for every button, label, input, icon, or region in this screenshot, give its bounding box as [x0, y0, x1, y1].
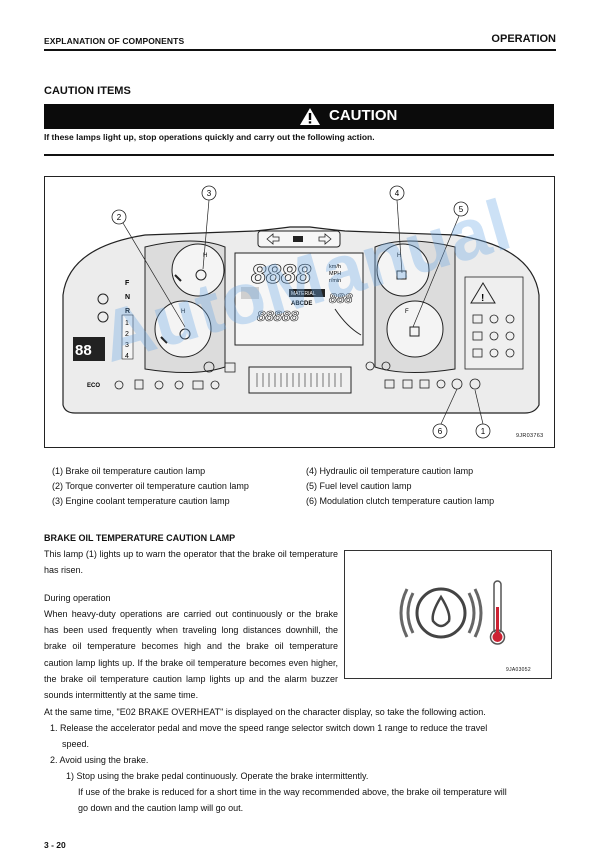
step-1-cont: speed. [62, 739, 90, 749]
step-2a: 1) Stop using the brake pedal continuous… [66, 771, 369, 781]
legend-item-6: (6) Modulation clutch temperature cautio… [306, 496, 495, 506]
gear-2: 2 [125, 331, 129, 338]
e02-paragraph: At the same time, "E02 BRAKE OVERHEAT" i… [44, 707, 486, 717]
brake-oil-temperature-icon [399, 580, 506, 645]
gear-f: F [125, 280, 130, 287]
gear-4: 4 [125, 353, 129, 360]
subsection-title: BRAKE OIL TEMPERATURE CAUTION LAMP [44, 533, 236, 543]
running-header-left: EXPLANATION OF COMPONENTS [44, 36, 185, 46]
speed-digits: 8888 [251, 259, 311, 289]
svg-text:!: ! [481, 293, 484, 304]
odometer-digits: 88888 [257, 308, 299, 325]
eco-label: ECO [87, 383, 100, 389]
intro-paragraph: This lamp (1) lights up to warn the oper… [44, 549, 338, 576]
svg-text:H: H [181, 309, 185, 315]
callout-3: 3 [207, 189, 212, 198]
callout-2: 2 [117, 213, 122, 222]
warning-triangle-icon [300, 108, 320, 125]
legend-item-4: (4) Hydraulic oil temperature caution la… [306, 466, 474, 476]
caution-rule [44, 154, 554, 156]
callout-6: 6 [438, 427, 443, 436]
right-digits: 888 [329, 290, 353, 306]
running-header-right: OPERATION [491, 33, 556, 45]
unit-mph: MPH [329, 271, 341, 277]
page-number: 3 - 20 [44, 840, 66, 850]
legend-item-1: (1) Brake oil temperature caution lamp [52, 466, 206, 476]
unit-kmh: km/h [329, 264, 341, 270]
step-1: 1. Release the accelerator pedal and mov… [50, 723, 488, 733]
header-rule [44, 49, 556, 51]
gear-1: 1 [125, 320, 129, 327]
legend-item-5: (5) Fuel level caution lamp [306, 481, 412, 491]
gear-3: 3 [125, 342, 129, 349]
legend-left: (1) Brake oil temperature caution lamp (… [52, 464, 249, 509]
unit-rpm: r/min [329, 278, 341, 284]
step-2a-cont-1: If use of the brake is reduced for a sho… [78, 787, 507, 797]
instrument-panel-figure: H H H F 8888 km/h MPH r/min MATERIAL ABC… [44, 176, 555, 448]
caution-label: CAUTION [329, 107, 398, 124]
legend-item-3: (3) Engine coolant temperature caution l… [52, 496, 230, 506]
gear-r: R [125, 308, 130, 315]
small-figure-code: 9JA03052 [506, 667, 531, 673]
step-2: 2. Avoid using the brake. [50, 755, 149, 765]
legend-item-2: (2) Torque converter oil temperature cau… [52, 481, 249, 491]
svg-text:H: H [203, 253, 207, 259]
section-title: CAUTION ITEMS [44, 85, 131, 97]
svg-text:H: H [397, 253, 401, 259]
material-letters: ABCDE [291, 301, 312, 307]
step-2a-cont-2: go down and the caution lamp will go out… [78, 803, 244, 813]
gear-digits: 88 [75, 342, 92, 359]
caution-note: If these lamps light up, stop operations… [44, 132, 375, 142]
material-label: MATERIAL [291, 291, 316, 297]
caution-banner: CAUTION [44, 104, 554, 129]
svg-text:F: F [405, 309, 409, 315]
brake-oil-lamp-figure [344, 550, 552, 679]
figure-code: 9JR03763 [516, 433, 544, 439]
callout-5: 5 [459, 205, 464, 214]
callout-4: 4 [395, 189, 400, 198]
callout-1: 1 [481, 427, 486, 436]
legend-right: (4) Hydraulic oil temperature caution la… [306, 464, 494, 509]
gear-n: N [125, 294, 130, 301]
body-paragraph: When heavy-duty operations are carried o… [44, 609, 338, 701]
during-operation-label: During operation [44, 593, 111, 603]
instrument-panel-drawing: H H H F 8888 km/h MPH r/min MATERIAL ABC… [62, 185, 540, 439]
